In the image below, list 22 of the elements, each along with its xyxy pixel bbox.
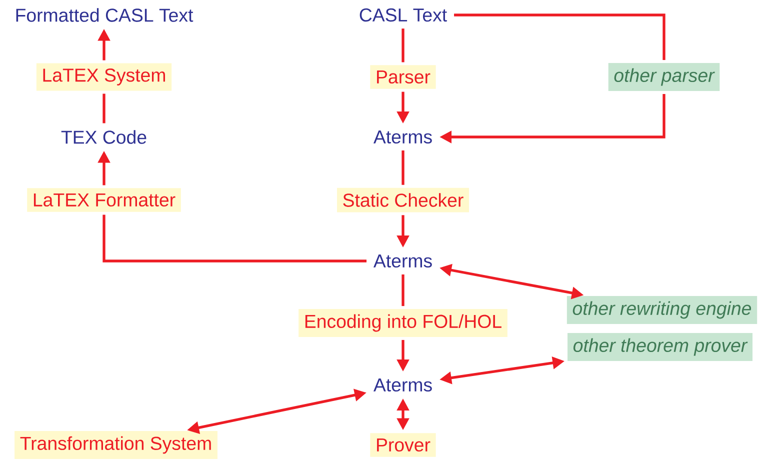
connector-line [402, 28, 404, 62]
tool-box: Prover [370, 433, 436, 457]
data-label: TEX Code [61, 130, 146, 144]
connector-line [102, 214, 367, 262]
data-label: Formatted CASL Text [16, 8, 194, 22]
tool-box: Static Checker [336, 188, 470, 212]
data-label: Aterms [373, 378, 432, 392]
data-label: Aterms [373, 254, 432, 268]
data-label: Aterms [373, 130, 432, 144]
tool-box: Parser [370, 65, 436, 89]
connector-line [402, 274, 404, 306]
alternative-box: other parser [608, 62, 720, 92]
alternative-box: other rewriting engine [566, 296, 758, 324]
tool-box: Transformation System [14, 430, 218, 460]
data-label: CASL Text [360, 8, 447, 22]
connector-line [454, 14, 666, 60]
connector-line [402, 150, 404, 185]
tool-box: LaTEX System [36, 63, 172, 91]
connector-line [102, 94, 106, 124]
tool-box: Encoding into FOL/HOL [298, 308, 508, 338]
alternative-box: other theorem prover [568, 332, 752, 362]
tool-box: LaTEX Formatter [27, 188, 181, 212]
